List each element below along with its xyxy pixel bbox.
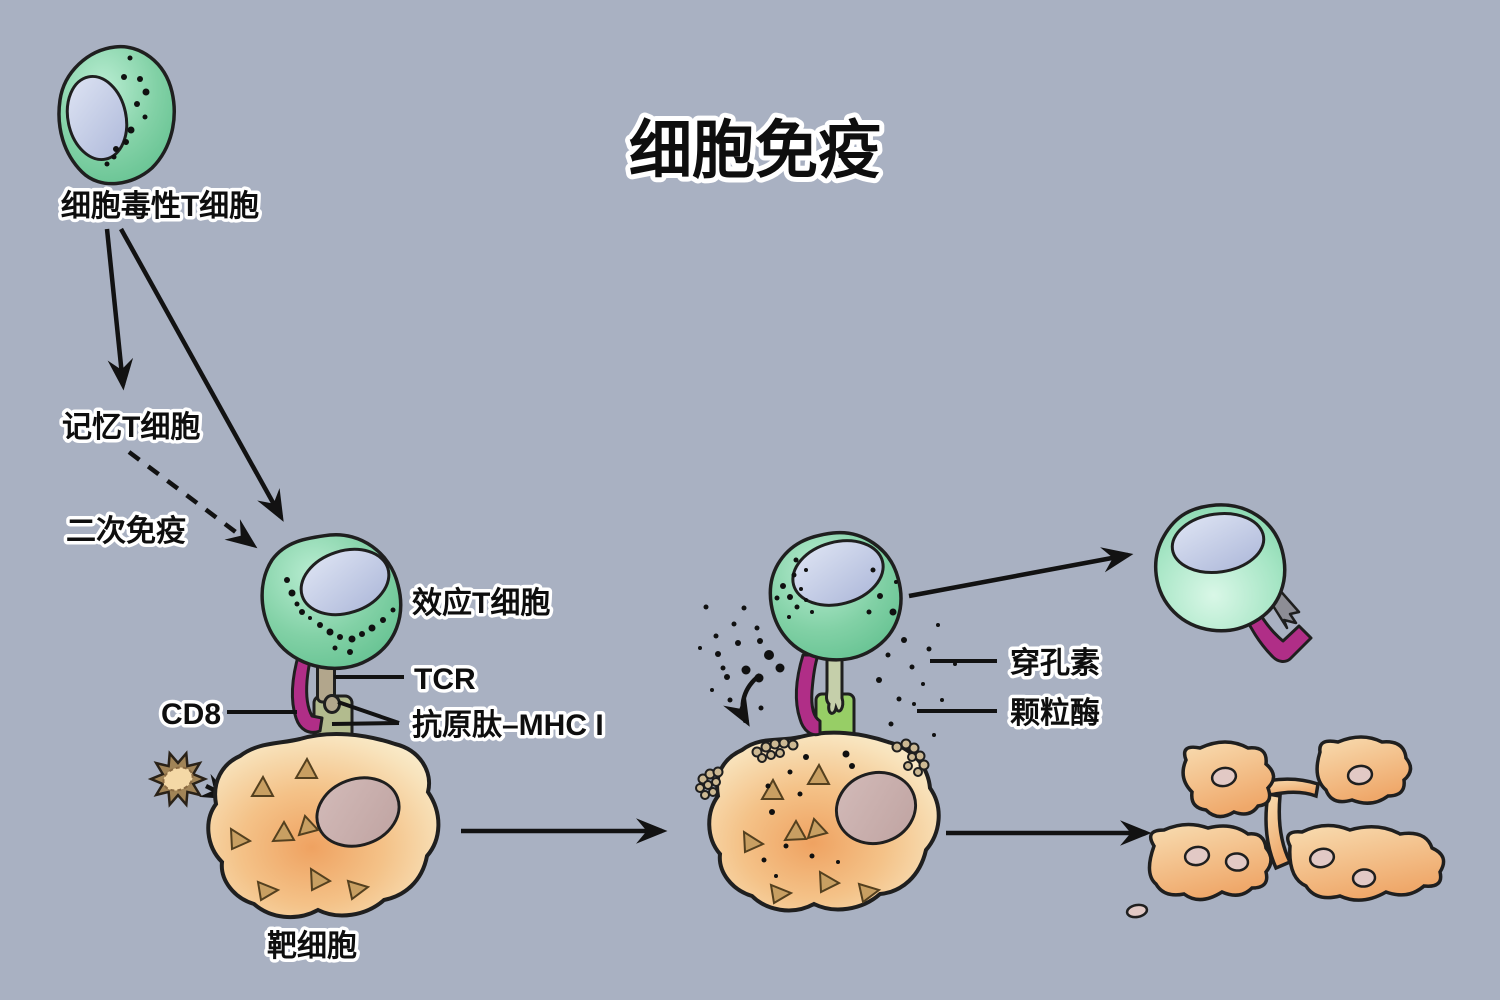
released-granules (698, 567, 957, 737)
antigen-triangles (742, 762, 882, 905)
internal-granzyme-dots (761, 750, 855, 878)
cd8-molecule (794, 653, 822, 737)
arrow-to-memory-cell (104, 228, 134, 391)
text-labels: 细胞免疫 细胞毒性T细胞 记忆T细胞 二次免疫 效应T细胞 TCR CD8 抗原… (57, 111, 1103, 967)
scene1-target-cell (206, 694, 441, 920)
virus-core (162, 766, 194, 792)
cytotoxic-t-cell-label: 细胞毒性T细胞 (61, 190, 259, 223)
cytotoxic-t-cell (57, 44, 176, 186)
granule-dots (774, 557, 814, 619)
detached-t-cell (1153, 503, 1313, 663)
effector-t-cell (260, 532, 403, 671)
tcr-stalk (825, 643, 845, 715)
target-cell-label: 靶细胞 (267, 930, 357, 963)
scene1-receptor-complex (290, 649, 341, 734)
antigen-peptide-socket (323, 694, 341, 714)
destroyed-target-cell-fragments (1125, 735, 1446, 919)
label-pointer-lines (227, 659, 997, 726)
scene2-target-cell (695, 692, 941, 913)
arrow-tcell-detaches (908, 547, 1134, 599)
granzyme-label: 颗粒酶 (1010, 696, 1100, 730)
dashed-arrow-secondary-immunity (127, 450, 258, 549)
t-cell-nucleus (791, 539, 885, 607)
tcr-label: TCR (414, 663, 476, 696)
granule-dots (284, 577, 396, 655)
target-cell-nucleus (315, 776, 401, 848)
antigen-peptide-mhc1-label: 抗原肽–MHC I (412, 708, 604, 742)
scene2-t-cell (768, 530, 903, 662)
virus-particle (147, 750, 209, 808)
mhc-pointer-line-upper (337, 700, 400, 725)
fragment-blob (1286, 823, 1446, 902)
effector-t-cell-label: 效应T细胞 (412, 586, 550, 620)
membrane-pores (695, 737, 930, 800)
secondary-immunity-label: 二次免疫 (66, 514, 186, 548)
cd8-molecule (290, 649, 324, 734)
target-cell-nucleus (834, 770, 918, 846)
fragment-blob (1147, 822, 1273, 902)
cytotoxic-t-cell-nucleus (65, 74, 129, 162)
memory-t-cell-label: 记忆T细胞 (62, 411, 200, 444)
antigen-triangles (229, 756, 371, 902)
cd8-molecule (1243, 605, 1313, 663)
scene2-receptor-complex (794, 643, 845, 737)
t-cell-nucleus (1170, 512, 1266, 574)
mhc-pointer-line-lower (331, 721, 400, 726)
arrow-to-effector-cell (119, 227, 284, 522)
perforin-label: 穿孔素 (1010, 646, 1100, 680)
granule-dots (104, 55, 150, 167)
cd8-label: CD8 (161, 698, 221, 731)
effector-t-cell-nucleus (299, 547, 391, 617)
diagram-title: 细胞免疫 (629, 116, 881, 186)
debris-oval (1125, 903, 1149, 919)
